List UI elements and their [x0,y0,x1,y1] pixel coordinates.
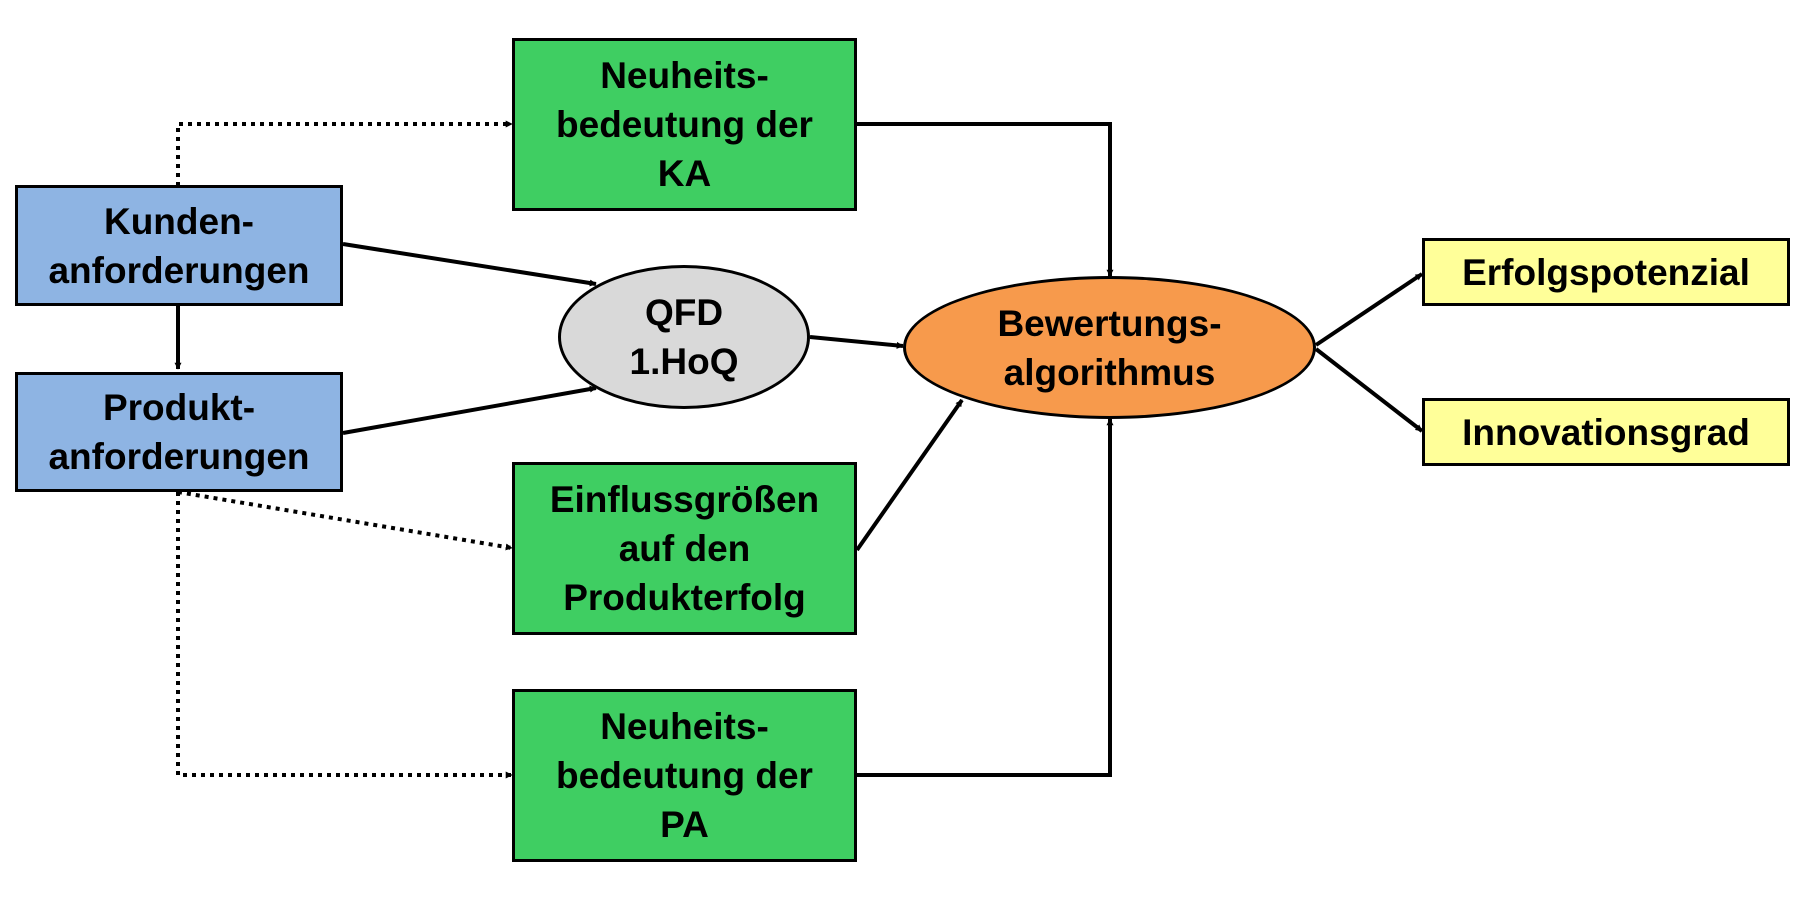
node-einflussgroessen-line3: Produkterfolg [563,577,806,618]
node-bewertungsalgorithmus: Bewertungs- algorithmus [903,276,1316,419]
edge-neuheit-ka-to-bewertung [857,122,1114,277]
edge-produkt-to-qfd [342,385,597,435]
node-qfd-hoq: QFD 1.HoQ [558,265,810,409]
node-kundenanforderungen-line2: anforderungen [48,249,310,291]
node-neuheitsbedeutung-ka-line2: bedeutung der [556,104,813,145]
node-kundenanforderungen-line1: Kunden- [103,200,255,242]
node-einflussgroessen-line1: Einflussgrößen [549,479,820,520]
node-innovationsgrad: Innovationsgrad [1422,398,1790,466]
node-neuheitsbedeutung-pa-line3: PA [660,804,709,845]
edge-bewertung-to-erfolg [1314,272,1424,347]
node-qfd-hoq-line1: QFD [644,292,724,333]
edge-einfluss-to-bewertung [855,398,964,552]
node-neuheitsbedeutung-pa-line1: Neuheits- [600,706,769,747]
node-erfolgspotenzial-label: Erfolgspotenzial [1462,251,1750,293]
node-neuheitsbedeutung-pa-line2: bedeutung der [556,755,813,796]
node-einflussgroessen-line2: auf den [618,528,751,569]
node-innovationsgrad-label: Innovationsgrad [1462,411,1750,453]
node-erfolgspotenzial: Erfolgspotenzial [1422,238,1790,306]
node-neuheitsbedeutung-ka-line1: Neuheits- [600,55,769,96]
edge-neuheit-pa-to-bewertung [857,418,1114,777]
node-bewertungsalgorithmus-line2: algorithmus [1003,351,1216,393]
edge-produkt-to-einfluss [177,490,513,551]
edge-bewertung-to-innovation [1314,347,1424,433]
node-qfd-hoq-line2: 1.HoQ [629,341,739,382]
node-produktanforderungen-line2: anforderungen [48,436,310,477]
node-einflussgroessen: Einflussgrößen auf den Produkterfolg [512,462,857,635]
edge-kunden-to-neuheit-ka [176,120,513,186]
node-kundenanforderungen: Kunden- anforderungen [15,185,343,306]
node-neuheitsbedeutung-ka-line3: KA [657,153,712,194]
edge-kunden-to-qfd [342,242,597,287]
node-produktanforderungen: Produkt- anforderungen [15,372,343,492]
edge-produkt-to-neuheit-pa [176,492,513,779]
edge-qfd-to-bewertung [809,335,904,349]
node-neuheitsbedeutung-ka: Neuheits- bedeutung der KA [512,38,857,211]
node-produktanforderungen-line1: Produkt- [102,387,256,428]
node-neuheitsbedeutung-pa: Neuheits- bedeutung der PA [512,689,857,862]
node-bewertungsalgorithmus-line1: Bewertungs- [997,302,1222,344]
